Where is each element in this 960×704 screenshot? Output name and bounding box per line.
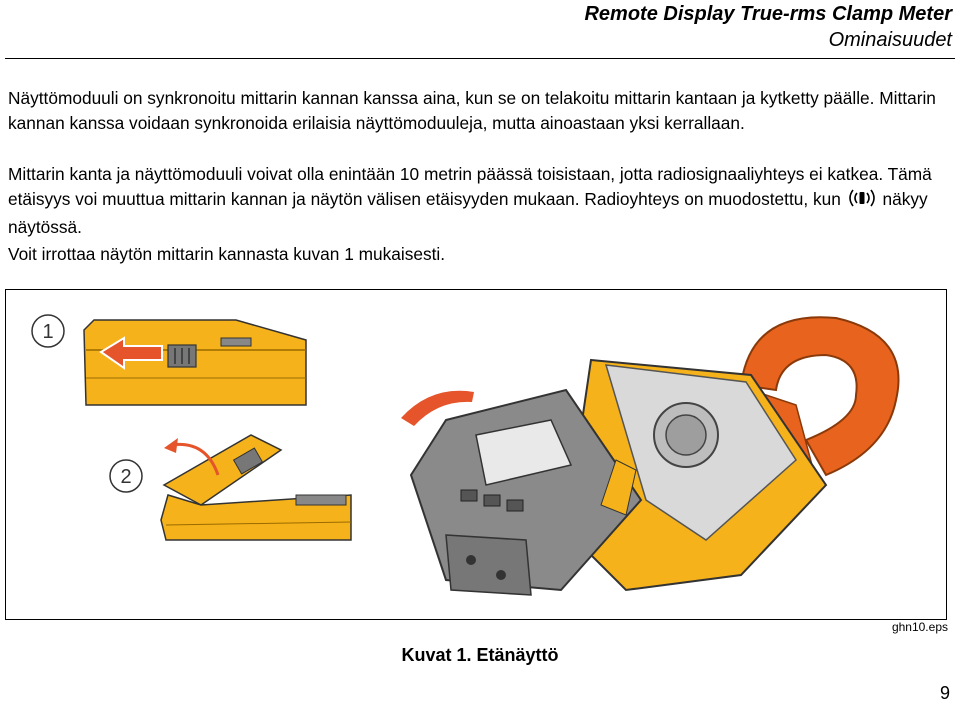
step-1-label: 1	[42, 321, 53, 343]
paragraph-range-text: Mittarin kanta ja näyttömoduuli voivat o…	[8, 164, 932, 209]
radio-link-icon	[846, 188, 878, 215]
paragraph-range-text-end: näkyy näytössä.	[8, 189, 928, 237]
step-1-detail	[83, 319, 307, 406]
figure-caption: Kuvat 1. Etänäyttö	[401, 645, 559, 665]
clamp-meter	[409, 316, 900, 596]
figure-illustration: 1 2	[31, 314, 900, 596]
section-subtitle: Ominaisuudet	[828, 29, 952, 51]
step-2-marker: 2	[109, 459, 143, 493]
step-2-detail	[160, 434, 352, 541]
figure-file-reference: ghn10.eps	[891, 620, 948, 634]
step-1-marker: 1	[31, 314, 65, 348]
document-title: Remote Display True-rms Clamp Meter	[584, 3, 952, 25]
header-divider	[5, 58, 955, 59]
detach-arrow	[401, 390, 474, 426]
paragraph-sync: Näyttömoduuli on synkronoitu mittarin ka…	[8, 88, 936, 133]
paragraph-range: Mittarin kanta ja näyttömoduuli voivat o…	[8, 162, 953, 240]
step-2-label: 2	[120, 466, 131, 488]
figure-remote-display: 1 2	[5, 289, 947, 620]
page-number: 9	[939, 683, 950, 703]
paragraph-detach: Voit irrottaa näytön mittarin kannasta k…	[8, 244, 446, 264]
